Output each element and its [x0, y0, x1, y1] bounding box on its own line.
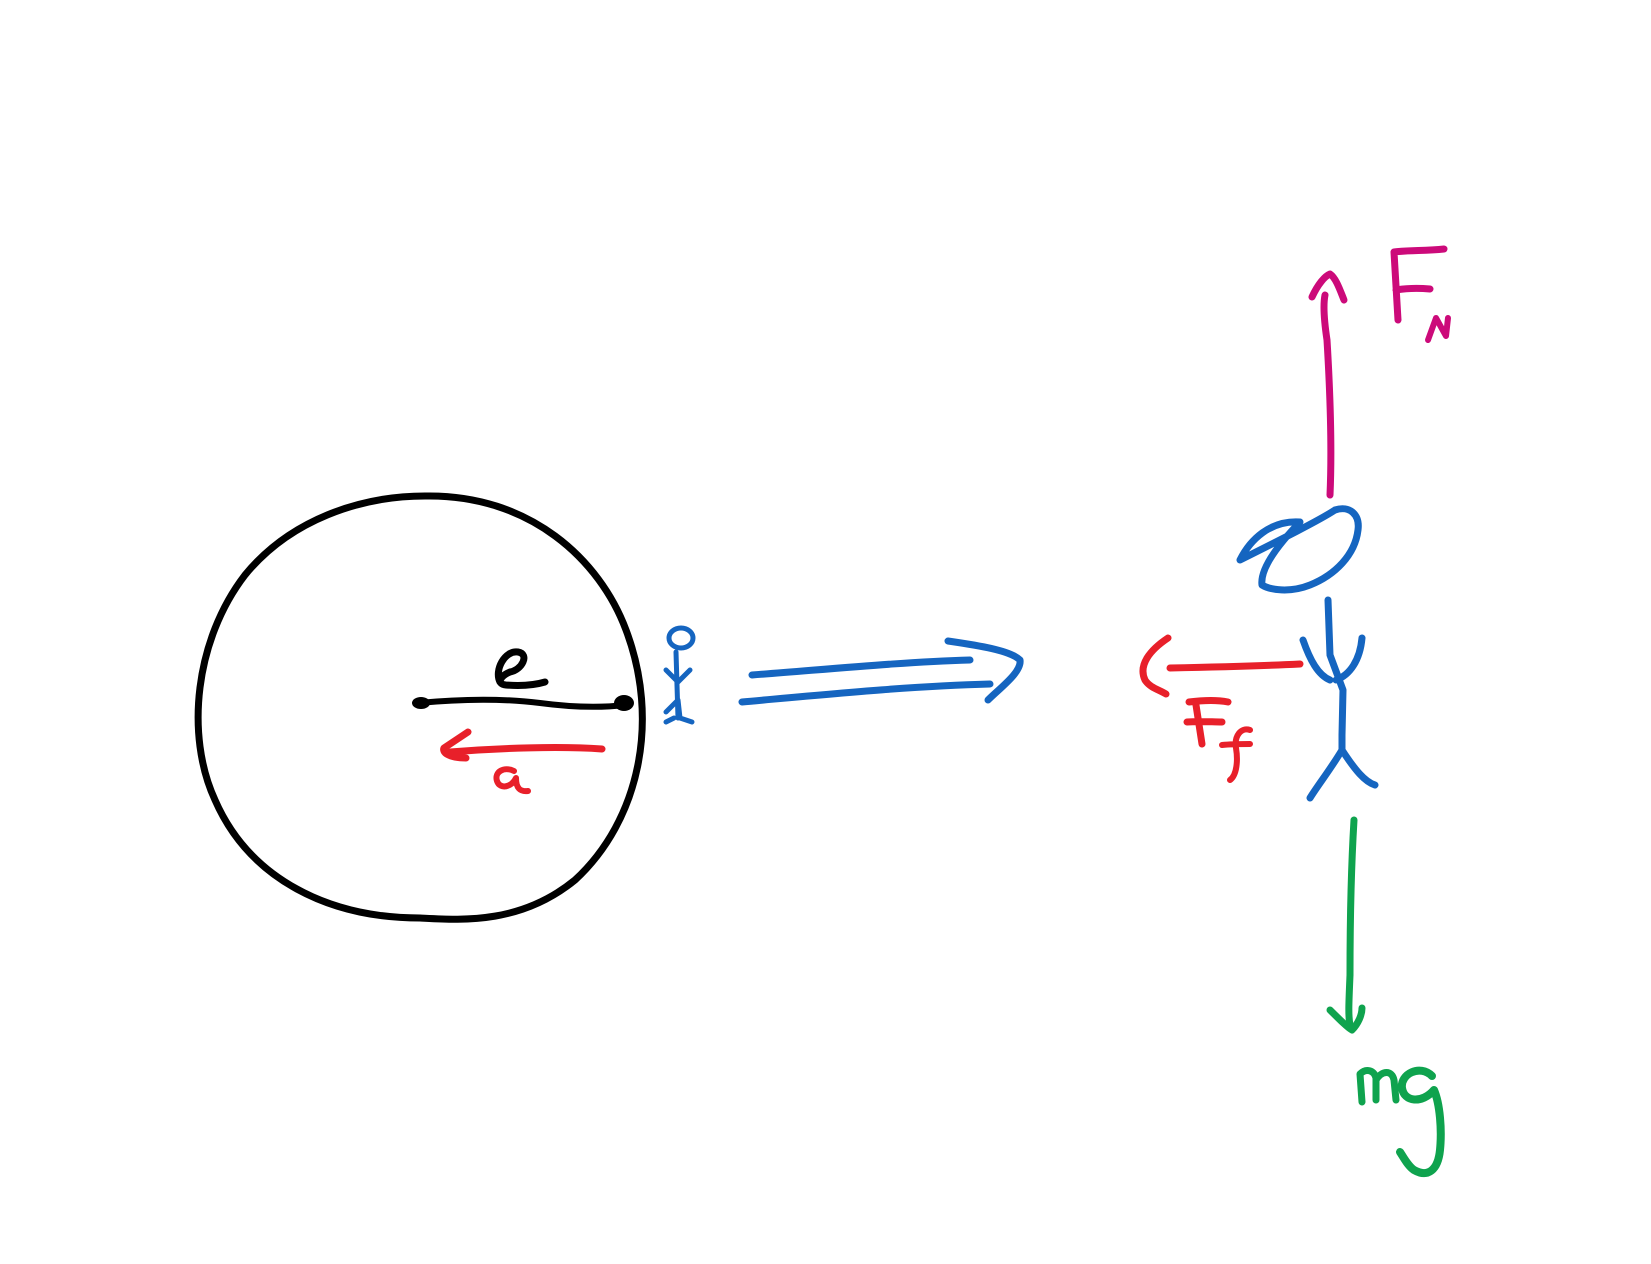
normal-force-head — [1308, 270, 1348, 304]
implies-arrow-head — [944, 637, 1024, 704]
center-dot — [412, 697, 430, 709]
acceleration-arrow-head — [440, 728, 472, 762]
rim-dot — [614, 695, 634, 711]
friction-arrow-head — [1139, 634, 1172, 698]
friction-label-F — [1183, 697, 1232, 748]
acceleration-arrow — [440, 728, 606, 762]
person-large — [1236, 505, 1379, 802]
person-large-arms — [1299, 634, 1366, 684]
person-large-legs — [1306, 746, 1379, 802]
rotating-cylinder-group: R a — [194, 492, 696, 923]
gravity-arrow-head — [1326, 1004, 1366, 1034]
gravity-arrow-shaft — [1345, 816, 1358, 1029]
person-large-head — [1236, 505, 1362, 594]
radius-line — [415, 696, 628, 710]
person-small-body — [663, 649, 695, 725]
normal-force-label-F — [1390, 245, 1448, 324]
person-small-head — [666, 625, 696, 651]
radius-label: R — [494, 648, 549, 689]
radius-label-glyph — [494, 648, 549, 689]
normal-force-label-N — [1425, 315, 1451, 343]
gravity-label-g — [1396, 1066, 1445, 1178]
acceleration-label: a — [493, 766, 531, 795]
acceleration-label-glyph — [493, 766, 531, 795]
cylinder-circle — [194, 492, 646, 923]
implies-arrow — [738, 637, 1024, 706]
friction-arrow — [1139, 634, 1304, 698]
gravity-arrow — [1326, 816, 1366, 1034]
gravity-label-m — [1356, 1067, 1400, 1106]
free-body-diagram: F N F f mg — [1139, 245, 1451, 1178]
normal-force-arrow — [1308, 270, 1348, 499]
person-small — [663, 625, 696, 725]
friction-arrow-shaft — [1166, 660, 1304, 672]
acceleration-arrow-shaft — [446, 744, 606, 756]
normal-force-shaft — [1320, 291, 1335, 499]
gravity-label: mg — [1356, 1066, 1445, 1178]
implies-arrow-top-line — [748, 656, 974, 679]
normal-force-label: F N — [1390, 245, 1451, 343]
implies-arrow-bottom-line — [738, 680, 994, 706]
person-large-neck-torso — [1324, 596, 1347, 756]
friction-label: F f — [1183, 697, 1253, 783]
friction-label-f — [1219, 726, 1253, 783]
